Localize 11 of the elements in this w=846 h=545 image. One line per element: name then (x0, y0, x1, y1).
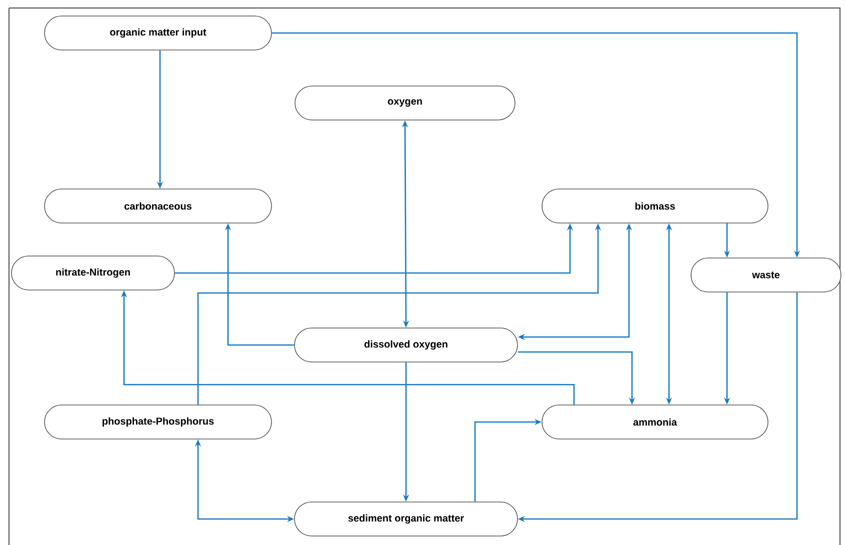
process-box: nitrate-Nitrogen (11, 256, 175, 290)
process-box: biomass (542, 188, 768, 224)
process-box: sediment organic matter (294, 502, 518, 536)
process-box: ammonia (542, 404, 768, 440)
process-box: dissolved oxygen (294, 328, 518, 362)
process-box: organic matter input (44, 16, 272, 50)
process-box: waste (690, 258, 842, 292)
process-box: phosphate-Phosphorus (44, 404, 272, 440)
node-label: waste (752, 272, 780, 278)
process-box: carbonaceous (44, 188, 272, 224)
process-box: oxygen (294, 86, 516, 120)
